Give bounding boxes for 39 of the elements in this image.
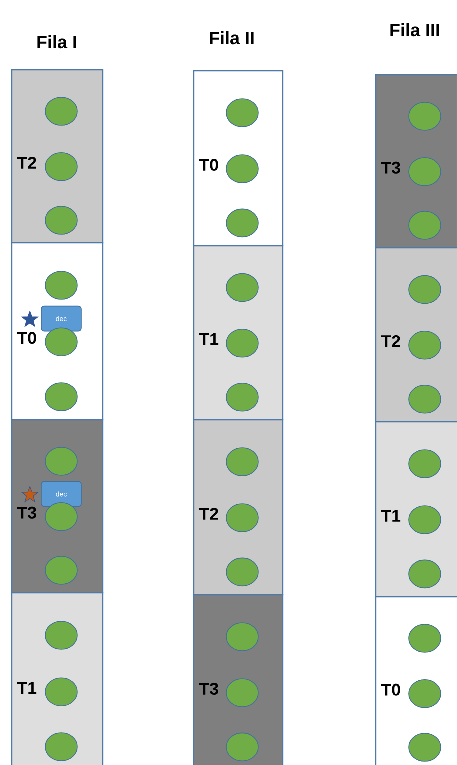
- circle: [408, 680, 442, 708]
- circle: [226, 329, 259, 358]
- circle: [45, 382, 78, 412]
- circle: [226, 504, 259, 532]
- circle: [408, 211, 442, 240]
- circle: [226, 622, 259, 652]
- circle: [408, 331, 442, 360]
- circle: [45, 732, 78, 762]
- circle: [408, 624, 442, 653]
- circle: [226, 208, 259, 238]
- circle: [408, 102, 442, 131]
- circle: [226, 678, 259, 708]
- column-title: Fila III: [390, 23, 440, 37]
- circle: [45, 206, 78, 235]
- circle: [45, 271, 78, 300]
- circle: [226, 154, 259, 184]
- circle: [408, 158, 442, 186]
- circle: [226, 558, 259, 587]
- circle: [408, 385, 442, 414]
- circle: [408, 450, 442, 478]
- circle: [408, 733, 442, 762]
- circle: [226, 98, 259, 128]
- circle: [408, 275, 442, 304]
- circle: [408, 506, 442, 534]
- circle: [45, 328, 78, 356]
- circle: [226, 273, 259, 302]
- circle: [408, 560, 442, 589]
- circle: [45, 678, 78, 706]
- circle: [226, 383, 259, 412]
- circle: [45, 97, 78, 126]
- circle: [45, 621, 78, 650]
- circle: [45, 152, 78, 182]
- column-title: Fila II: [210, 31, 254, 45]
- circle: [226, 732, 259, 762]
- circle: [45, 502, 78, 532]
- circle: [45, 556, 78, 585]
- circle: [45, 447, 78, 476]
- column-title: Fila I: [38, 35, 76, 49]
- circle: [226, 448, 259, 476]
